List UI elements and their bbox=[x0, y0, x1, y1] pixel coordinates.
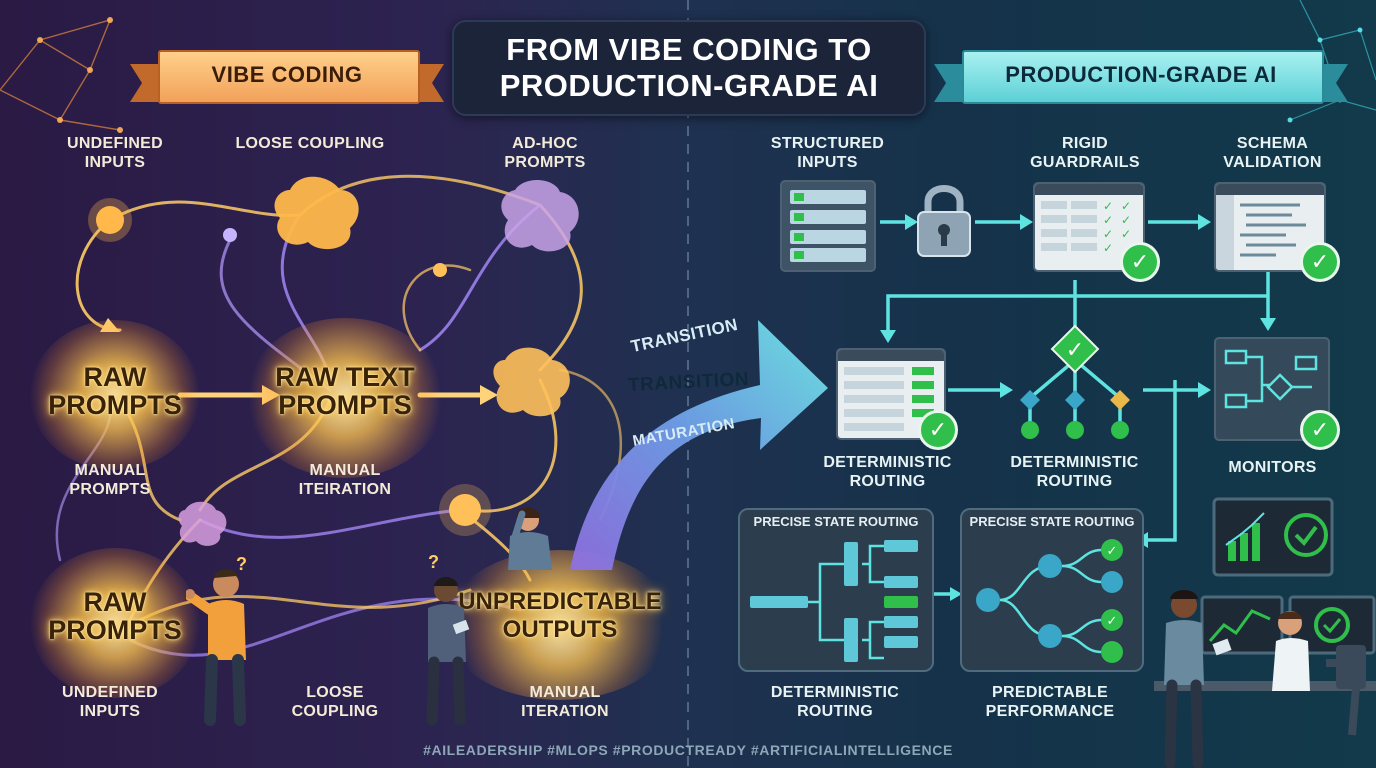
schema-check-icon: ✓ bbox=[1300, 242, 1340, 282]
guardrails-check-icon: ✓ bbox=[1120, 242, 1160, 282]
svg-text:✓: ✓ bbox=[1103, 227, 1113, 241]
routing-check-icon: ✓ bbox=[918, 410, 958, 450]
monitors-label: MONITORS bbox=[1228, 459, 1317, 476]
undefined-inputs-bottom-label: UNDEFINED INPUTS bbox=[61, 684, 159, 720]
monitor-check-icon: ✓ bbox=[1300, 410, 1340, 450]
svg-text:✓: ✓ bbox=[1121, 213, 1131, 227]
stressed-developer-figure bbox=[508, 507, 552, 570]
raw-prompts-node-2: RAW PROMPTS bbox=[48, 587, 182, 645]
undefined-inputs-top-label: UNDEFINED INPUTS bbox=[66, 135, 164, 171]
predictable-performance-label: PREDICTABLE PERFORMANCE bbox=[985, 684, 1115, 720]
precise-state-routing-panel-2: PRECISE STATE ROUTING ✓ ✓ bbox=[960, 508, 1144, 672]
raw-text-prompts-glow bbox=[245, 318, 445, 478]
raw-prompts-glow-1 bbox=[30, 320, 200, 470]
deterministic-routing-label-3: DETERMINISTIC ROUTING bbox=[770, 684, 900, 720]
svg-text:✓: ✓ bbox=[1107, 544, 1118, 559]
question-mark-2: ? bbox=[428, 552, 439, 572]
raw-prompts-glow-2 bbox=[30, 548, 200, 698]
production-grade-banner: PRODUCTION-GRADE AI bbox=[934, 50, 1348, 104]
raw-text-prompts-node: RAW TEXT PROMPTS bbox=[275, 362, 415, 420]
padlock-icon bbox=[917, 185, 971, 257]
rigid-guardrails-label: RIGID GUARDRAILS bbox=[1030, 135, 1140, 171]
deterministic-routing-label-1: DETERMINISTIC ROUTING bbox=[823, 454, 952, 490]
svg-text:✓: ✓ bbox=[1121, 199, 1131, 213]
guardrails-table-icon: ✓✓ ✓✓ ✓✓ ✓ bbox=[1033, 182, 1145, 272]
manual-iteration-bottom-label: MANUAL ITERATION bbox=[521, 684, 609, 720]
question-mark-1: ? bbox=[236, 554, 247, 574]
manual-prompts-label: MANUAL PROMPTS bbox=[69, 462, 151, 498]
raw-prompts-node-1: RAW PROMPTS bbox=[48, 362, 182, 420]
precise-state-routing-panel-1: PRECISE STATE ROUTING bbox=[738, 508, 934, 672]
unpredictable-outputs-node: UNPREDICTABLE OUTPUTS bbox=[458, 588, 662, 643]
svg-text:✓: ✓ bbox=[1066, 338, 1084, 363]
precise-state-routing-panel-2-title: PRECISE STATE ROUTING bbox=[969, 514, 1135, 529]
schema-validation-label: SCHEMA VALIDATION bbox=[1223, 135, 1322, 171]
svg-text:✓: ✓ bbox=[1121, 227, 1131, 241]
monitoring-station bbox=[1154, 497, 1376, 768]
svg-text:✓: ✓ bbox=[1103, 241, 1113, 255]
hashtags-footer: #AILEADERSHIP #MLOPS #PRODUCTREADY #ARTI… bbox=[423, 742, 953, 758]
deterministic-routing-label-2: DETERMINISTIC ROUTING bbox=[1010, 454, 1139, 490]
svg-text:✓: ✓ bbox=[1107, 614, 1118, 629]
vibe-coding-banner: VIBE CODING bbox=[130, 50, 444, 104]
confused-developer-figure-2 bbox=[426, 577, 470, 726]
confused-developer-figure-1 bbox=[186, 569, 246, 726]
precise-state-routing-panel-1-title: PRECISE STATE ROUTING bbox=[753, 514, 919, 529]
production-grade-banner-text: PRODUCTION-GRADE AI bbox=[1005, 62, 1277, 87]
loose-coupling-bottom-label: LOOSE COUPLING bbox=[291, 684, 379, 720]
svg-text:✓: ✓ bbox=[1103, 213, 1113, 227]
adhoc-prompts-label: AD-HOC PROMPTS bbox=[504, 135, 586, 171]
structured-inputs-form-icon bbox=[780, 180, 876, 272]
svg-text:✓: ✓ bbox=[1103, 199, 1113, 213]
structured-inputs-label: STRUCTURED INPUTS bbox=[770, 135, 885, 171]
vibe-coding-banner-text: VIBE CODING bbox=[211, 62, 363, 87]
transition-arrow bbox=[570, 320, 828, 570]
manual-iteration-mid-label: MANUAL ITEIRATION bbox=[298, 462, 392, 498]
unpredictable-outputs-glow bbox=[445, 550, 675, 700]
schema-validation-window-icon bbox=[1214, 182, 1326, 272]
loose-coupling-top-label: LOOSE COUPLING bbox=[235, 135, 385, 152]
